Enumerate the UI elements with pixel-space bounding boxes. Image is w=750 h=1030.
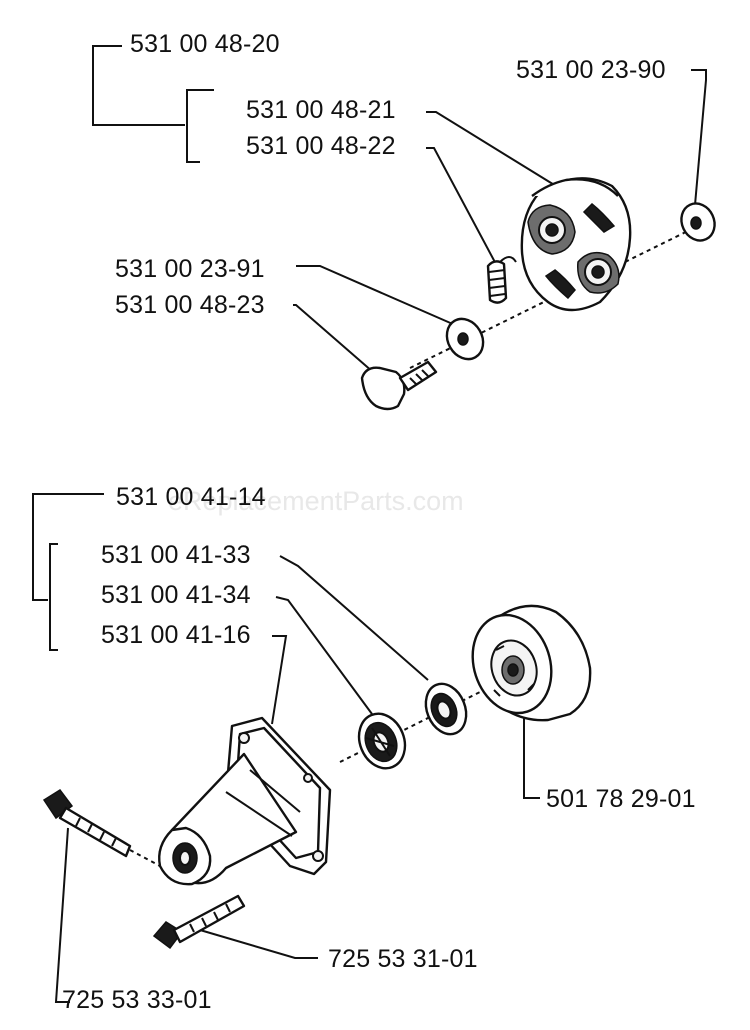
part-label-531-00-48-20: 531 00 48-20: [130, 30, 280, 58]
part-label-531-00-41-16: 531 00 41-16: [101, 621, 251, 649]
part-label-531-00-41-33: 531 00 41-33: [101, 541, 251, 569]
leader-531-00-23-91: [296, 265, 456, 326]
leader-531-00-48-23: [293, 304, 374, 373]
part-label-531-00-41-14: 531 00 41-14: [116, 483, 266, 511]
part-label-531-00-48-21: 531 00 48-21: [246, 96, 396, 124]
leader-531-00-41-34: [275, 596, 373, 715]
watermark-text: eReplacementParts.com: [168, 486, 464, 516]
leader-501-78-29-01: [523, 706, 540, 799]
part-label-531-00-48-23: 531 00 48-23: [115, 291, 265, 319]
bearing-531-00-41-33: [424, 682, 468, 736]
spring-531-00-48-22: [486, 256, 517, 304]
washer-531-00-23-90: [680, 202, 716, 242]
leader-725-53-33-01: [54, 827, 70, 1003]
leader-531-00-23-90: [691, 69, 707, 206]
leader-531-00-48-22: [426, 147, 498, 267]
part-label-531-00-48-22: 531 00 48-22: [246, 132, 396, 160]
leader-531-00-41-16: [271, 635, 288, 725]
leader-531-00-48-21: [426, 111, 557, 187]
sub-bracket-clutch-shoes: [186, 89, 214, 163]
clutch-shoe-assembly: [520, 177, 632, 312]
part-label-725-53-33-01: 725 53 33-01: [62, 986, 212, 1014]
bolt-531-00-48-23: [360, 360, 438, 411]
sub-bracket-bearings: [49, 543, 58, 651]
leader-725-53-31-01: [199, 929, 318, 959]
screw-725-53-31-01: [152, 894, 246, 950]
clutch-drum-501-78-29-01: [471, 604, 592, 722]
group-bracket-gearbox: [32, 493, 104, 601]
part-label-501-78-29-01: 501 78 29-01: [546, 785, 696, 813]
part-label-531-00-23-91: 531 00 23-91: [115, 255, 265, 283]
part-label-531-00-23-90: 531 00 23-90: [516, 56, 666, 84]
group-bracket-clutch: [92, 45, 185, 126]
screw-725-53-33-01: [42, 788, 161, 867]
bearing-531-00-41-34: [357, 712, 407, 770]
washer-531-00-23-91: [445, 317, 485, 361]
part-label-725-53-31-01: 725 53 31-01: [328, 945, 478, 973]
part-label-531-00-41-34: 531 00 41-34: [101, 581, 251, 609]
gear-housing-531-00-41-16: [158, 716, 332, 886]
leader-531-00-41-33: [279, 555, 429, 681]
